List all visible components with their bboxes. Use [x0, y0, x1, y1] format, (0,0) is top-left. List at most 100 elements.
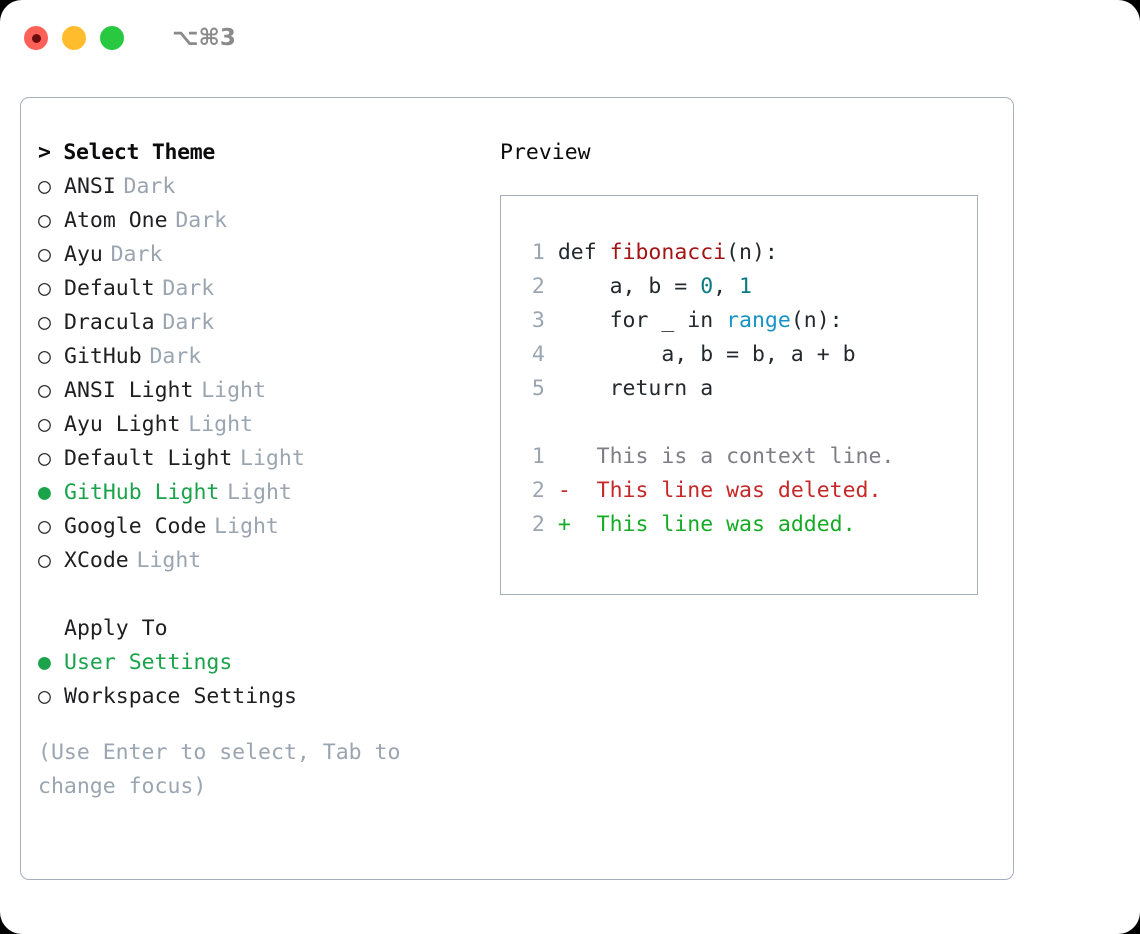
diff-text: This line was deleted. [596, 478, 882, 503]
theme-category: Light [136, 548, 202, 573]
select-theme-header: > Select Theme [38, 136, 478, 170]
radio-icon: ○ [38, 242, 51, 267]
theme-selector-column: > Select Theme ○ ANSI Dark ○ Atom One Da… [38, 136, 478, 804]
diff-marker: + [557, 512, 571, 537]
code-token: , [713, 274, 740, 299]
diff-text: This is a context line. [596, 444, 895, 469]
radio-icon: ○ [38, 378, 51, 403]
theme-item-default-light[interactable]: ○ Default Light Light [38, 442, 478, 476]
diff-line-context: 1 This is a context line. [519, 440, 977, 474]
theme-category: Light [240, 446, 305, 471]
theme-name: Dracula [64, 310, 155, 335]
page-title: Select Theme [63, 140, 216, 165]
theme-category: Light [227, 480, 292, 505]
line-number: 2 [531, 478, 545, 503]
theme-category: Dark [162, 310, 215, 335]
code-token: (n): [726, 240, 778, 265]
radio-icon: ○ [38, 412, 51, 437]
theme-item-ansi[interactable]: ○ ANSI Dark [38, 170, 478, 204]
code-token: range [726, 308, 791, 333]
theme-item-ansi-light[interactable]: ○ ANSI Light Light [38, 374, 478, 408]
apply-to-workspace-settings[interactable]: ○ Workspace Settings [38, 680, 478, 714]
keyboard-shortcut-label: ⌥⌘3 [172, 25, 236, 51]
diff-marker: - [557, 478, 571, 503]
theme-name: GitHub Light [64, 480, 220, 505]
theme-item-google-code[interactable]: ○ Google Code Light [38, 510, 478, 544]
diff-spacer [519, 406, 977, 440]
theme-category: Dark [162, 276, 215, 301]
code-line: 2 a, b = 0, 1 [519, 270, 977, 304]
line-number: 1 [531, 444, 545, 469]
line-number: 2 [531, 512, 545, 537]
code-token: return a [557, 376, 714, 401]
close-button-icon[interactable] [24, 26, 48, 50]
line-number: 4 [531, 342, 545, 367]
code-token: fibonacci [609, 240, 727, 265]
theme-item-ayu-light[interactable]: ○ Ayu Light Light [38, 408, 478, 442]
apply-to-user-settings[interactable]: ● User Settings [38, 646, 478, 680]
theme-name: Atom One [64, 208, 168, 233]
apply-to-label: User Settings [64, 650, 233, 675]
code-token: 1 [739, 274, 752, 299]
section-spacer [38, 578, 478, 612]
code-token: 0 [700, 274, 714, 299]
theme-item-github-light[interactable]: ● GitHub Light Light [38, 476, 478, 510]
radio-icon: ○ [38, 684, 51, 709]
line-number: 5 [531, 376, 545, 401]
theme-category: Dark [110, 242, 163, 267]
diff-text: This line was added. [596, 512, 856, 537]
radio-selected-icon: ● [38, 480, 51, 505]
theme-item-xcode[interactable]: ○ XCode Light [38, 544, 478, 578]
preview-box: 1 def fibonacci(n): 2 a, b = 0, 1 3 for … [500, 195, 978, 595]
theme-item-default[interactable]: ○ Default Dark [38, 272, 478, 306]
zoom-button-icon[interactable] [100, 26, 124, 50]
radio-icon: ○ [38, 344, 51, 369]
main-panel: > Select Theme ○ ANSI Dark ○ Atom One Da… [20, 97, 1014, 880]
code-line: 4 a, b = b, a + b [519, 338, 977, 372]
code-line: 5 return a [519, 372, 977, 406]
line-number: 1 [531, 240, 545, 265]
theme-item-atom-one[interactable]: ○ Atom One Dark [38, 204, 478, 238]
theme-name: GitHub [64, 344, 142, 369]
theme-category: Light [188, 412, 253, 437]
minimize-button-icon[interactable] [62, 26, 86, 50]
radio-selected-icon: ● [38, 650, 51, 675]
radio-icon: ○ [38, 276, 51, 301]
line-number: 3 [531, 308, 545, 333]
theme-name: Default Light [64, 446, 233, 471]
code-token: a, b = [557, 274, 701, 299]
diff-marker [558, 440, 571, 474]
radio-icon: ○ [38, 548, 51, 573]
theme-category: Light [201, 378, 266, 403]
prompt-caret-icon: > [38, 140, 51, 165]
code-line: 3 for _ in range(n): [519, 304, 977, 338]
theme-name: XCode [64, 548, 129, 573]
theme-category: Dark [123, 174, 176, 199]
radio-icon: ○ [38, 446, 51, 471]
theme-name: ANSI [64, 174, 116, 199]
theme-item-ayu[interactable]: ○ Ayu Dark [38, 238, 478, 272]
hint-spacer [38, 714, 478, 736]
theme-name: Ayu Light [64, 412, 181, 437]
code-token: def [557, 240, 610, 265]
line-number: 2 [531, 274, 545, 299]
theme-item-github[interactable]: ○ GitHub Dark [38, 340, 478, 374]
theme-name: Google Code [64, 514, 207, 539]
theme-category: Dark [175, 208, 228, 233]
close-dot-icon [31, 33, 41, 43]
keyboard-hint-text: (Use Enter to select, Tab to change focu… [38, 740, 401, 799]
theme-name: ANSI Light [64, 378, 194, 403]
apply-to-label: Workspace Settings [64, 684, 297, 709]
code-token: for _ in [557, 308, 727, 333]
window-controls [24, 26, 124, 50]
radio-icon: ○ [38, 174, 51, 199]
code-token: a, b = b, a + b [557, 342, 856, 367]
radio-icon: ○ [38, 310, 51, 335]
radio-icon: ○ [38, 208, 51, 233]
theme-item-dracula[interactable]: ○ Dracula Dark [38, 306, 478, 340]
theme-category: Dark [149, 344, 202, 369]
diff-line-added: 2 + This line was added. [519, 508, 977, 542]
code-token: (n): [790, 308, 843, 333]
code-line: 1 def fibonacci(n): [519, 236, 977, 270]
